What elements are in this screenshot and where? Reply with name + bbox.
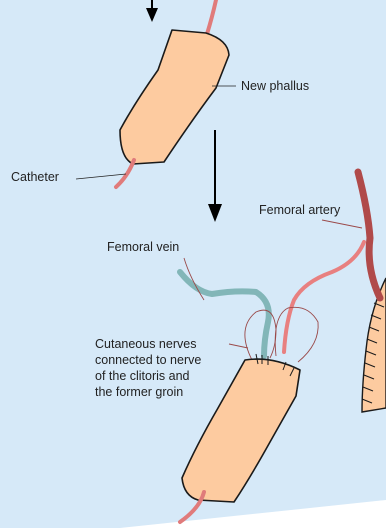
label-cutaneous-nerves-line-4: the former groin [95, 385, 183, 399]
label-cutaneous-nerves-line-2: connected to nerve [95, 353, 201, 367]
label-new-phallus: New phallus [241, 79, 309, 93]
label-catheter: Catheter [11, 170, 59, 184]
label-cutaneous-nerves-line-1: Cutaneous nerves [95, 337, 196, 351]
label-femoral-artery: Femoral artery [259, 203, 341, 217]
label-cutaneous-nerves-line-3: of the clitoris and [95, 369, 190, 383]
label-femoral-vein: Femoral vein [107, 240, 179, 254]
